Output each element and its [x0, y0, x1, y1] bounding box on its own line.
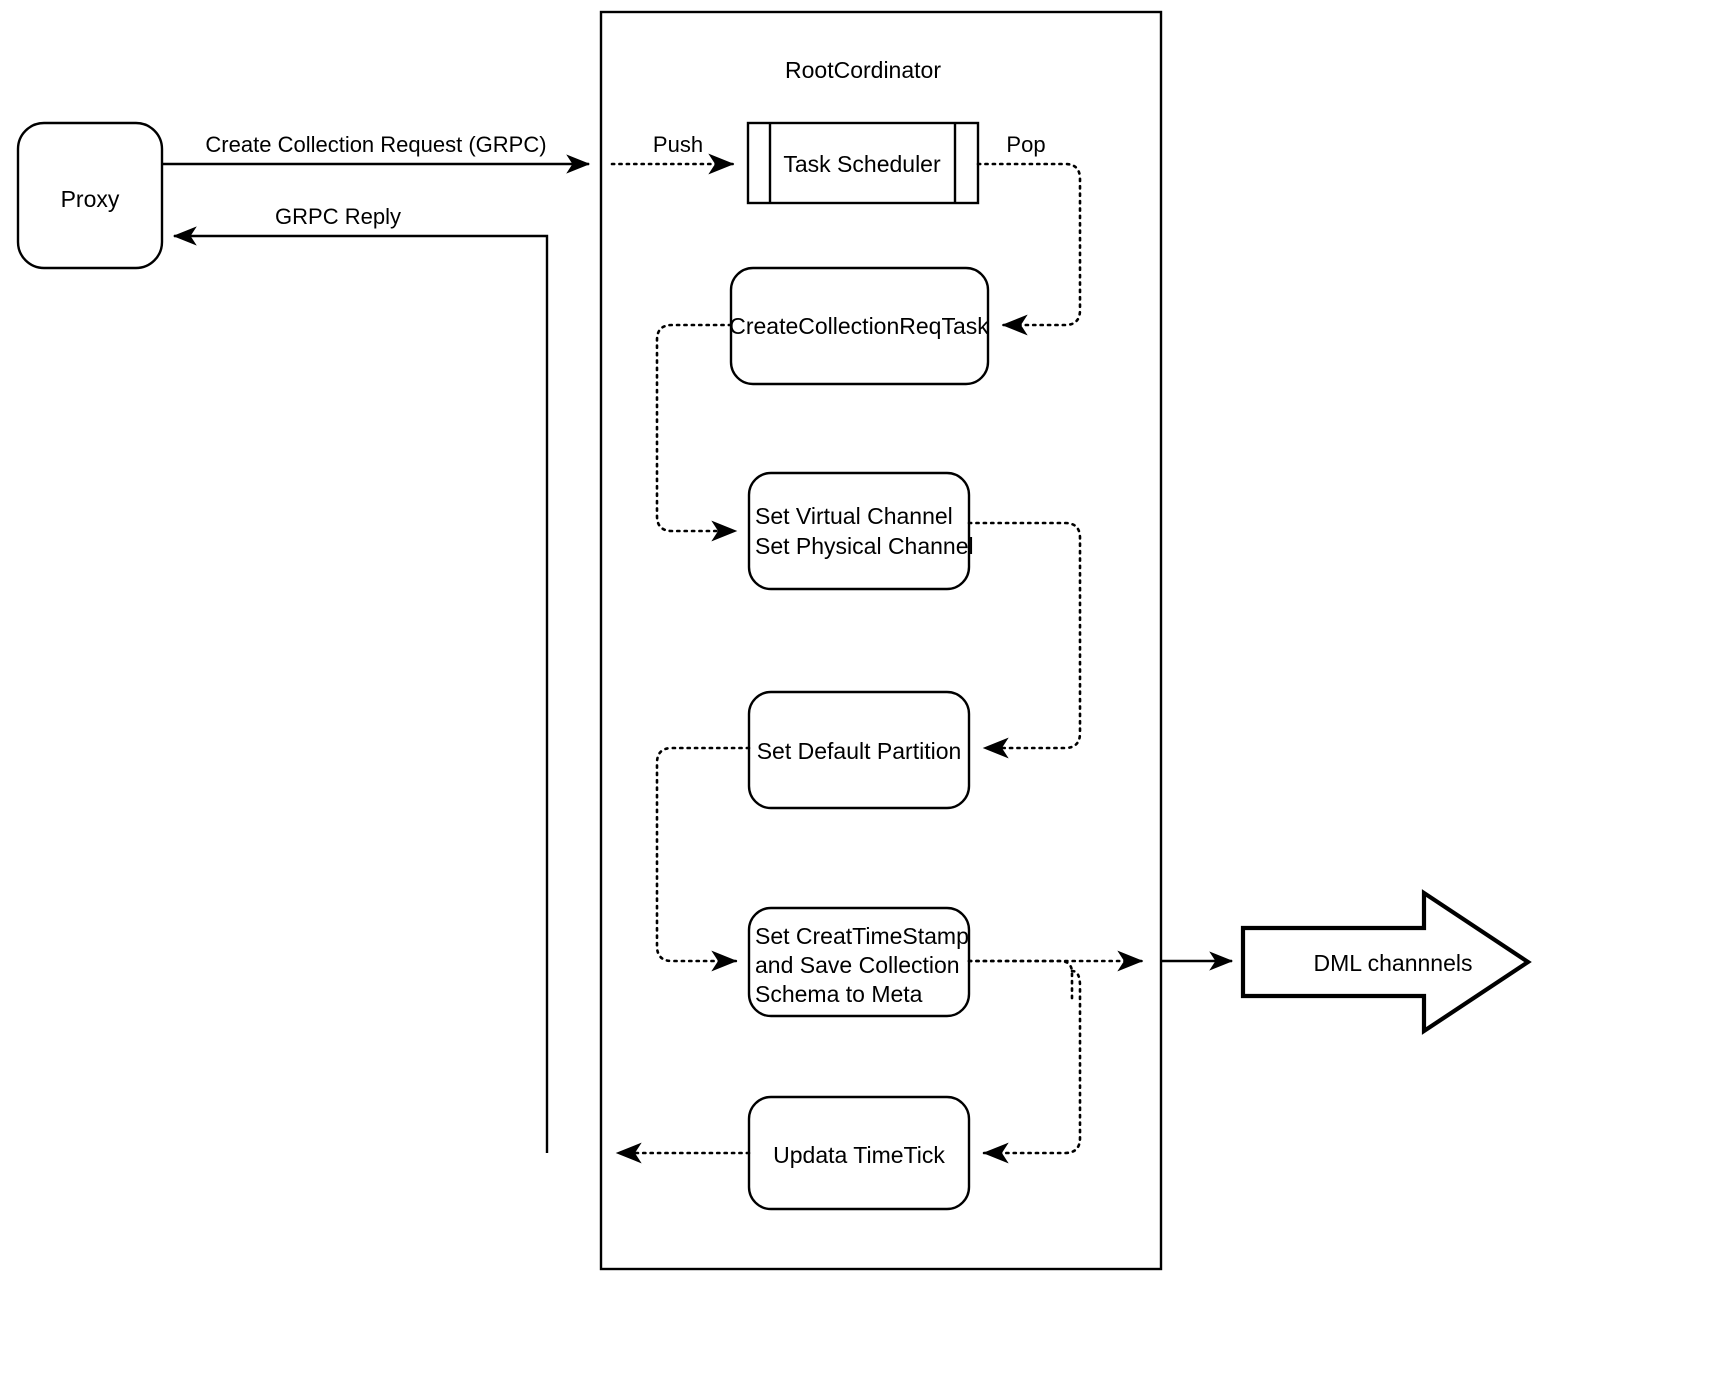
- node-proxy[interactable]: [16, 121, 164, 270]
- edge-label-grpc-reply: GRPC Reply: [275, 204, 401, 229]
- edge-timestamp-to-timetick: [982, 969, 1082, 1164]
- node-dml-channels-label: DML channnels: [1314, 950, 1473, 976]
- node-set-create-timestamp-label-line2: and Save Collection: [755, 952, 960, 978]
- node-dml-channels[interactable]: [1240, 889, 1532, 1035]
- edge-task-to-set-channels: [655, 323, 738, 542]
- edge-label-pop: Pop: [1006, 132, 1045, 157]
- node-set-channels[interactable]: [747, 471, 971, 591]
- node-set-create-timestamp-label-line1: Set CreatTimeStamp: [755, 923, 969, 949]
- node-set-default-partition-label: Set Default Partition: [757, 738, 962, 764]
- rootcoordinator-title: RootCordinator: [785, 57, 941, 83]
- node-update-timetick-label: Updata TimeTick: [773, 1142, 945, 1168]
- edge-set-channels-to-default-partition: [967, 521, 1082, 759]
- node-create-collection-req-task-label: CreateCollectionReqTask: [729, 313, 989, 339]
- edge-timestamp-branch: [967, 959, 1074, 1002]
- rootcoordinator-container: [599, 10, 1163, 1271]
- node-set-channels-label-line2: Set Physical Channel: [755, 533, 974, 559]
- edge-label-create-collection-request: Create Collection Request (GRPC): [205, 132, 546, 157]
- node-task-scheduler[interactable]: [746, 121, 980, 205]
- node-set-create-timestamp-label-line3: Schema to Meta: [755, 981, 923, 1007]
- edge-label-push: Push: [653, 132, 703, 157]
- edge-pop: [976, 162, 1082, 336]
- node-proxy-label: Proxy: [61, 186, 120, 212]
- node-task-scheduler-label: Task Scheduler: [783, 151, 941, 177]
- node-set-channels-label-line1: Set Virtual Channel: [755, 503, 953, 529]
- node-set-default-partition[interactable]: [747, 690, 971, 810]
- edge-default-partition-to-timestamp: [655, 746, 751, 972]
- edge-grpc-reply: [172, 226, 549, 1153]
